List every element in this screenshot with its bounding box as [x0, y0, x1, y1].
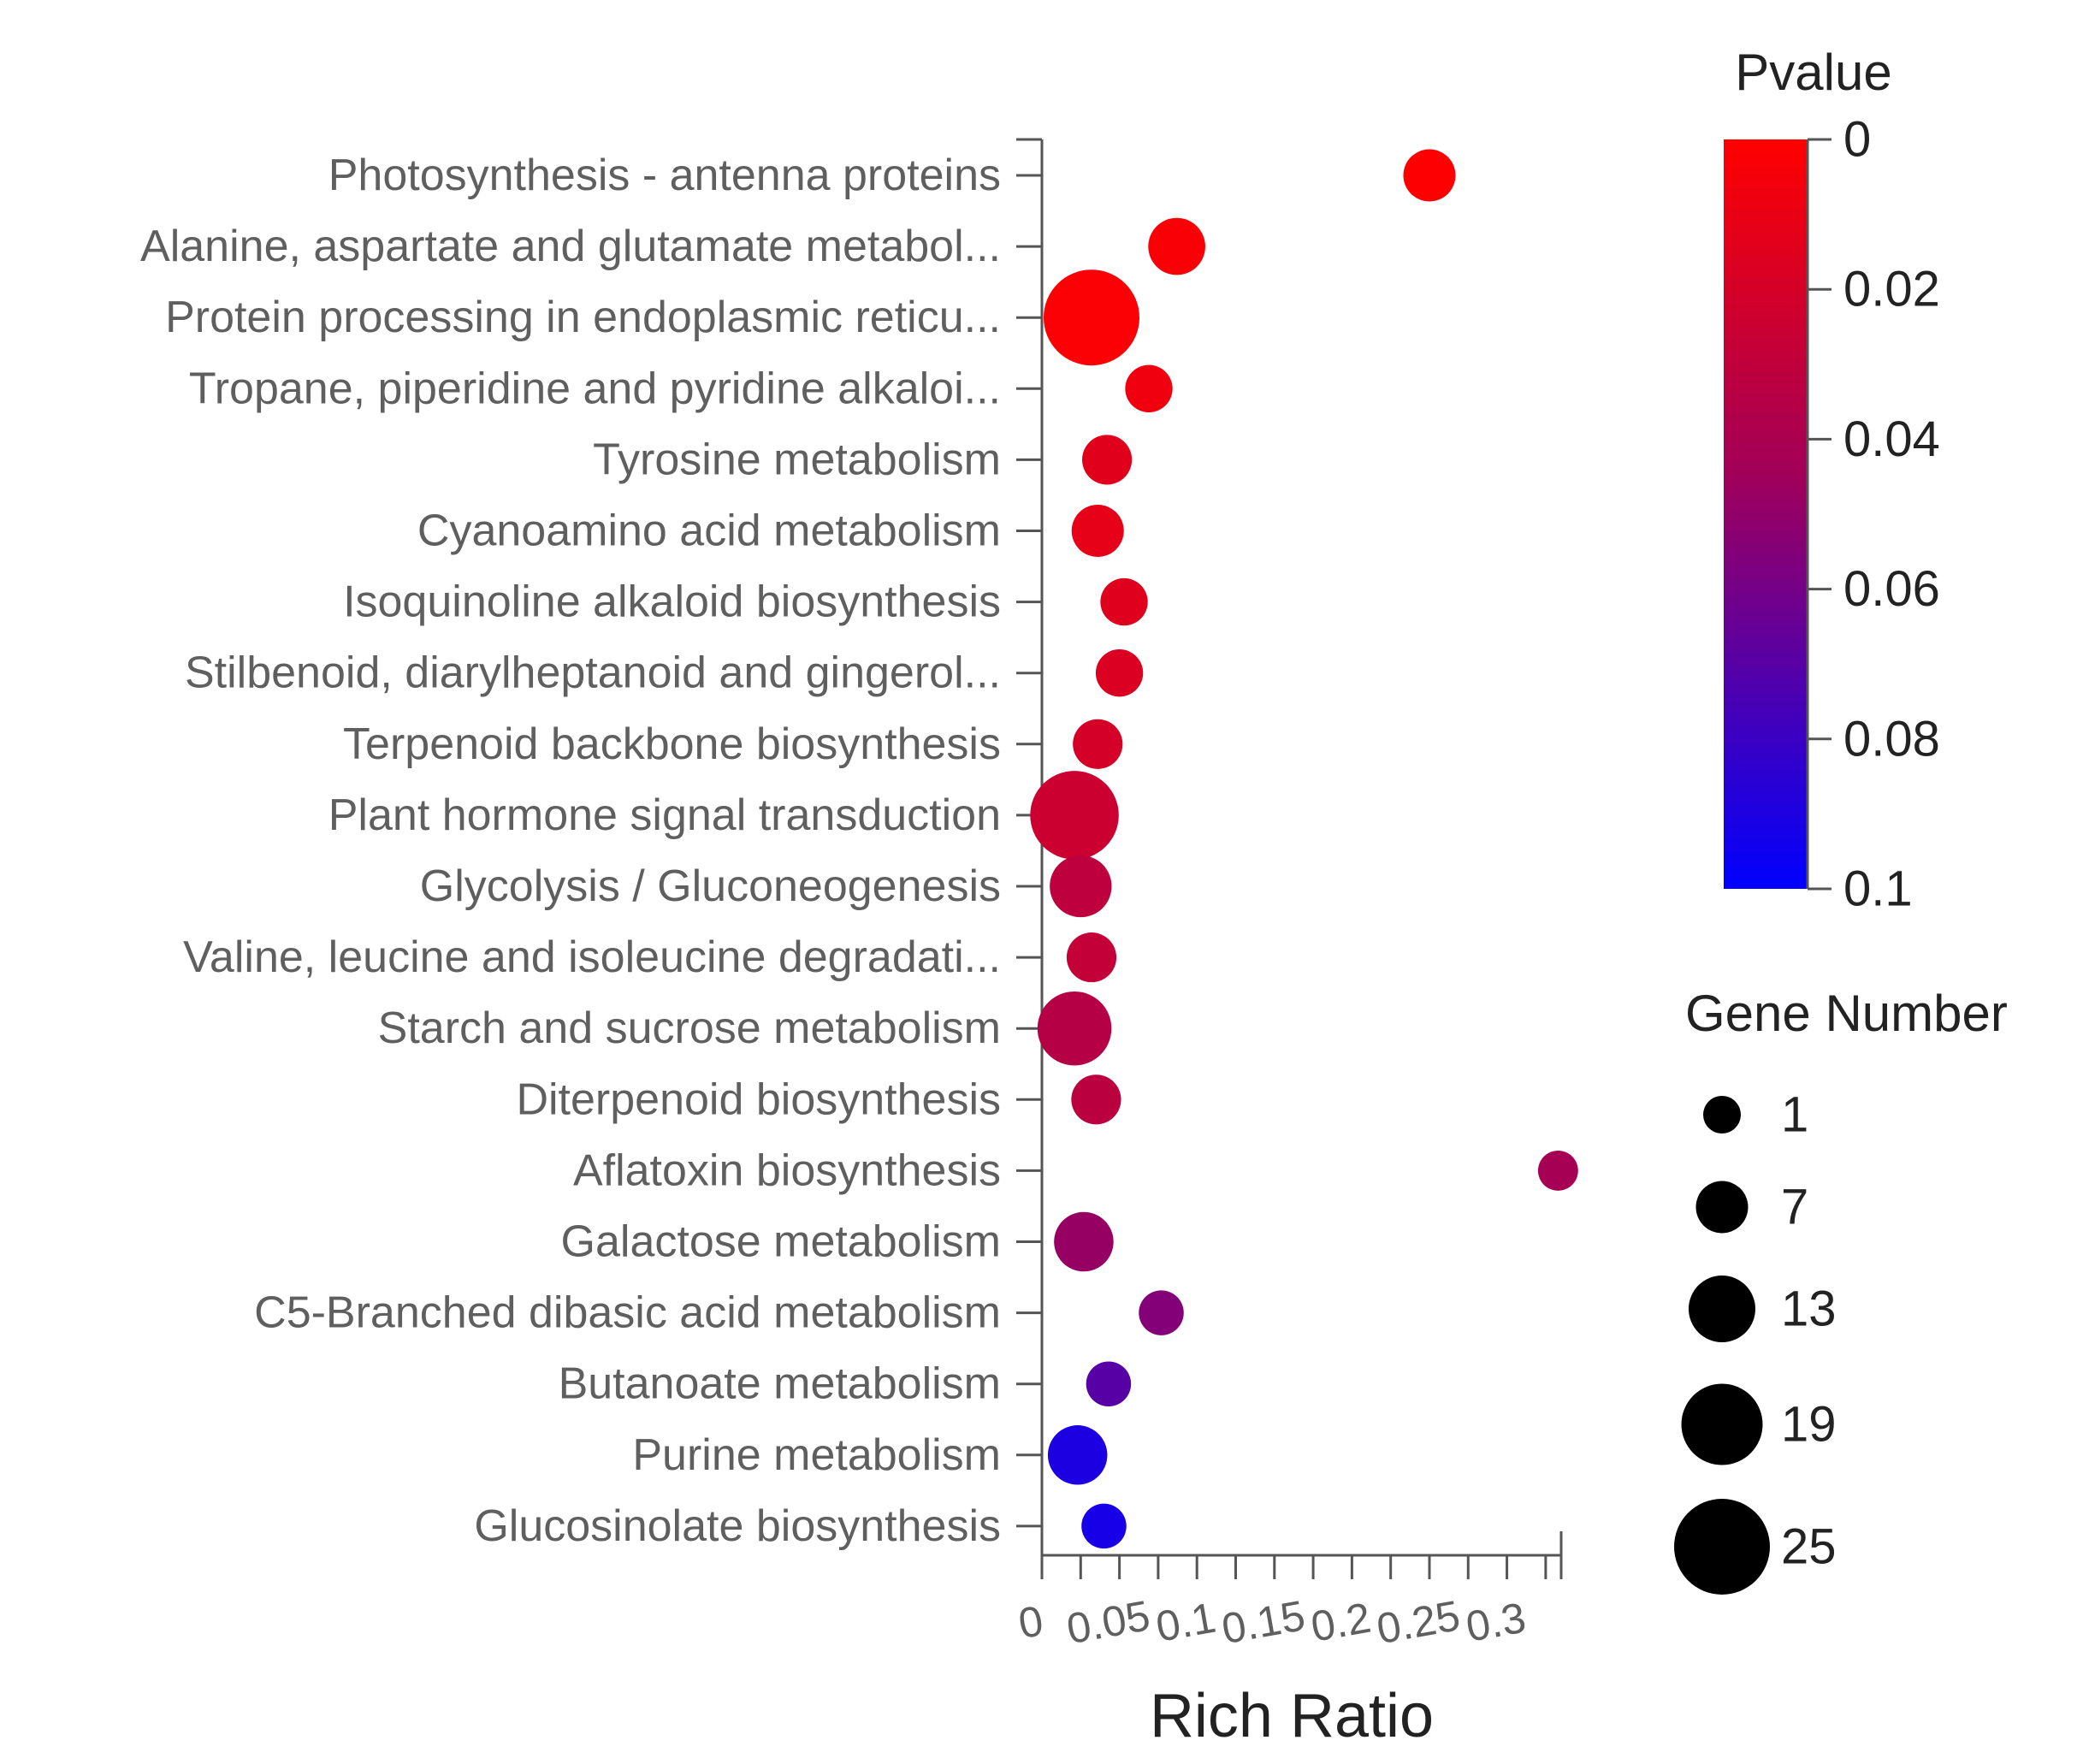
- colorbar-tick-label: 0.04: [1843, 411, 1940, 467]
- x-tick-label: 0.3: [1463, 1594, 1530, 1651]
- y-category-label: Starch and sucrose metabolism: [378, 1003, 1001, 1053]
- gene-number-size-legend: Gene Number 1 7 13 19 25: [1674, 985, 2008, 1595]
- x-tick-label: 0.05: [1063, 1591, 1154, 1653]
- size-legend-label: 25: [1781, 1519, 1837, 1575]
- y-category-label: Galactose metabolism: [561, 1217, 1001, 1267]
- data-point: [1100, 577, 1148, 626]
- x-tick-label: 0.1: [1152, 1594, 1219, 1651]
- size-legend-label: 19: [1781, 1397, 1837, 1453]
- data-point: [1537, 1150, 1578, 1191]
- size-legend-label: 7: [1781, 1180, 1808, 1235]
- y-category-label: Purine metabolism: [632, 1430, 1001, 1480]
- y-category-label: Cyanoamino acid metabolism: [417, 506, 1001, 556]
- y-category-label: Valine, leucine and isoleucine degradati…: [183, 932, 1001, 982]
- x-tick-label: 0.15: [1218, 1591, 1309, 1653]
- pvalue-color-legend: Pvalue 0 0.02 0.04 0.06 0.08 0.1: [1724, 44, 1940, 917]
- y-category-label: Plant hormone signal transduction: [328, 790, 1001, 840]
- x-axis: 0 0.050.10.150.20.250.3: [1015, 1531, 1563, 1653]
- data-point: [1095, 649, 1144, 697]
- y-category-label: Tropane, piperidine and pyridine alkaloi…: [189, 364, 1001, 413]
- pvalue-colorbar: [1724, 139, 1808, 889]
- colorbar-tick-label: 0.02: [1843, 262, 1940, 317]
- x-tick-label: 0.25: [1373, 1591, 1464, 1653]
- pvalue-legend-title: Pvalue: [1735, 44, 1891, 101]
- y-category-label: Terpenoid backbone biosynthesis: [343, 719, 1001, 769]
- data-point: [1086, 1361, 1132, 1406]
- y-category-label: Stilbenoid, diarylheptanoid and gingerol…: [185, 648, 1001, 698]
- y-axis-category-labels: Photosynthesis - antenna proteinsAlanine…: [140, 151, 1001, 1551]
- y-category-label: Glycolysis / Gluconeogenesis: [420, 861, 1001, 911]
- colorbar-tick-label: 0: [1843, 112, 1871, 168]
- data-point: [1125, 364, 1173, 412]
- size-legend-dot: [1681, 1383, 1763, 1465]
- data-point: [1139, 1290, 1184, 1335]
- size-legend-dot: [1703, 1096, 1741, 1134]
- x-tick-label: 0.2: [1307, 1594, 1374, 1651]
- gene-number-legend-title: Gene Number: [1685, 985, 2008, 1042]
- colorbar-tick-label: 0.06: [1843, 561, 1940, 617]
- y-category-label: Glucosinolate biosynthesis: [474, 1501, 1001, 1551]
- y-category-label: Photosynthesis - antenna proteins: [328, 151, 1001, 200]
- data-point: [1030, 771, 1119, 860]
- size-legend-dot: [1689, 1276, 1755, 1342]
- data-point: [1050, 855, 1112, 918]
- x-tick-label: 0: [1015, 1596, 1046, 1648]
- y-category-label: Diterpenoid biosynthesis: [516, 1074, 1001, 1124]
- y-category-label: Isoquinoline alkaloid biosynthesis: [343, 577, 1001, 627]
- y-category-label: Butanoate metabolism: [559, 1359, 1001, 1409]
- colorbar-tick-label: 0.08: [1843, 711, 1940, 767]
- y-category-label: Tyrosine metabolism: [593, 435, 1001, 484]
- size-legend-label: 13: [1781, 1282, 1837, 1337]
- data-point: [1073, 719, 1123, 769]
- data-point: [1037, 991, 1112, 1066]
- data-point: [1054, 1211, 1114, 1272]
- data-point: [1066, 932, 1117, 983]
- data-point: [1047, 1425, 1108, 1485]
- size-legend-dot: [1674, 1499, 1770, 1595]
- data-point: [1081, 1503, 1127, 1549]
- y-category-label: Aflatoxin biosynthesis: [573, 1145, 1001, 1195]
- data-points: [1030, 149, 1578, 1549]
- data-point: [1148, 217, 1205, 275]
- x-axis-title: Rich Ratio: [1150, 1682, 1434, 1750]
- data-point: [1043, 269, 1139, 366]
- data-point: [1071, 505, 1124, 557]
- y-category-label: Alanine, aspartate and glutamate metabol…: [140, 222, 1001, 271]
- size-legend-dot: [1695, 1181, 1749, 1234]
- data-point: [1403, 149, 1456, 202]
- y-axis: [1016, 138, 1044, 1555]
- y-category-label: C5-Branched dibasic acid metabolism: [254, 1288, 1001, 1338]
- colorbar-tick-label: 0.1: [1843, 861, 1913, 917]
- y-category-label: Protein processing in endoplasmic reticu…: [165, 293, 1001, 342]
- data-point: [1082, 435, 1133, 485]
- data-point: [1071, 1074, 1121, 1125]
- size-legend-label: 1: [1781, 1087, 1808, 1143]
